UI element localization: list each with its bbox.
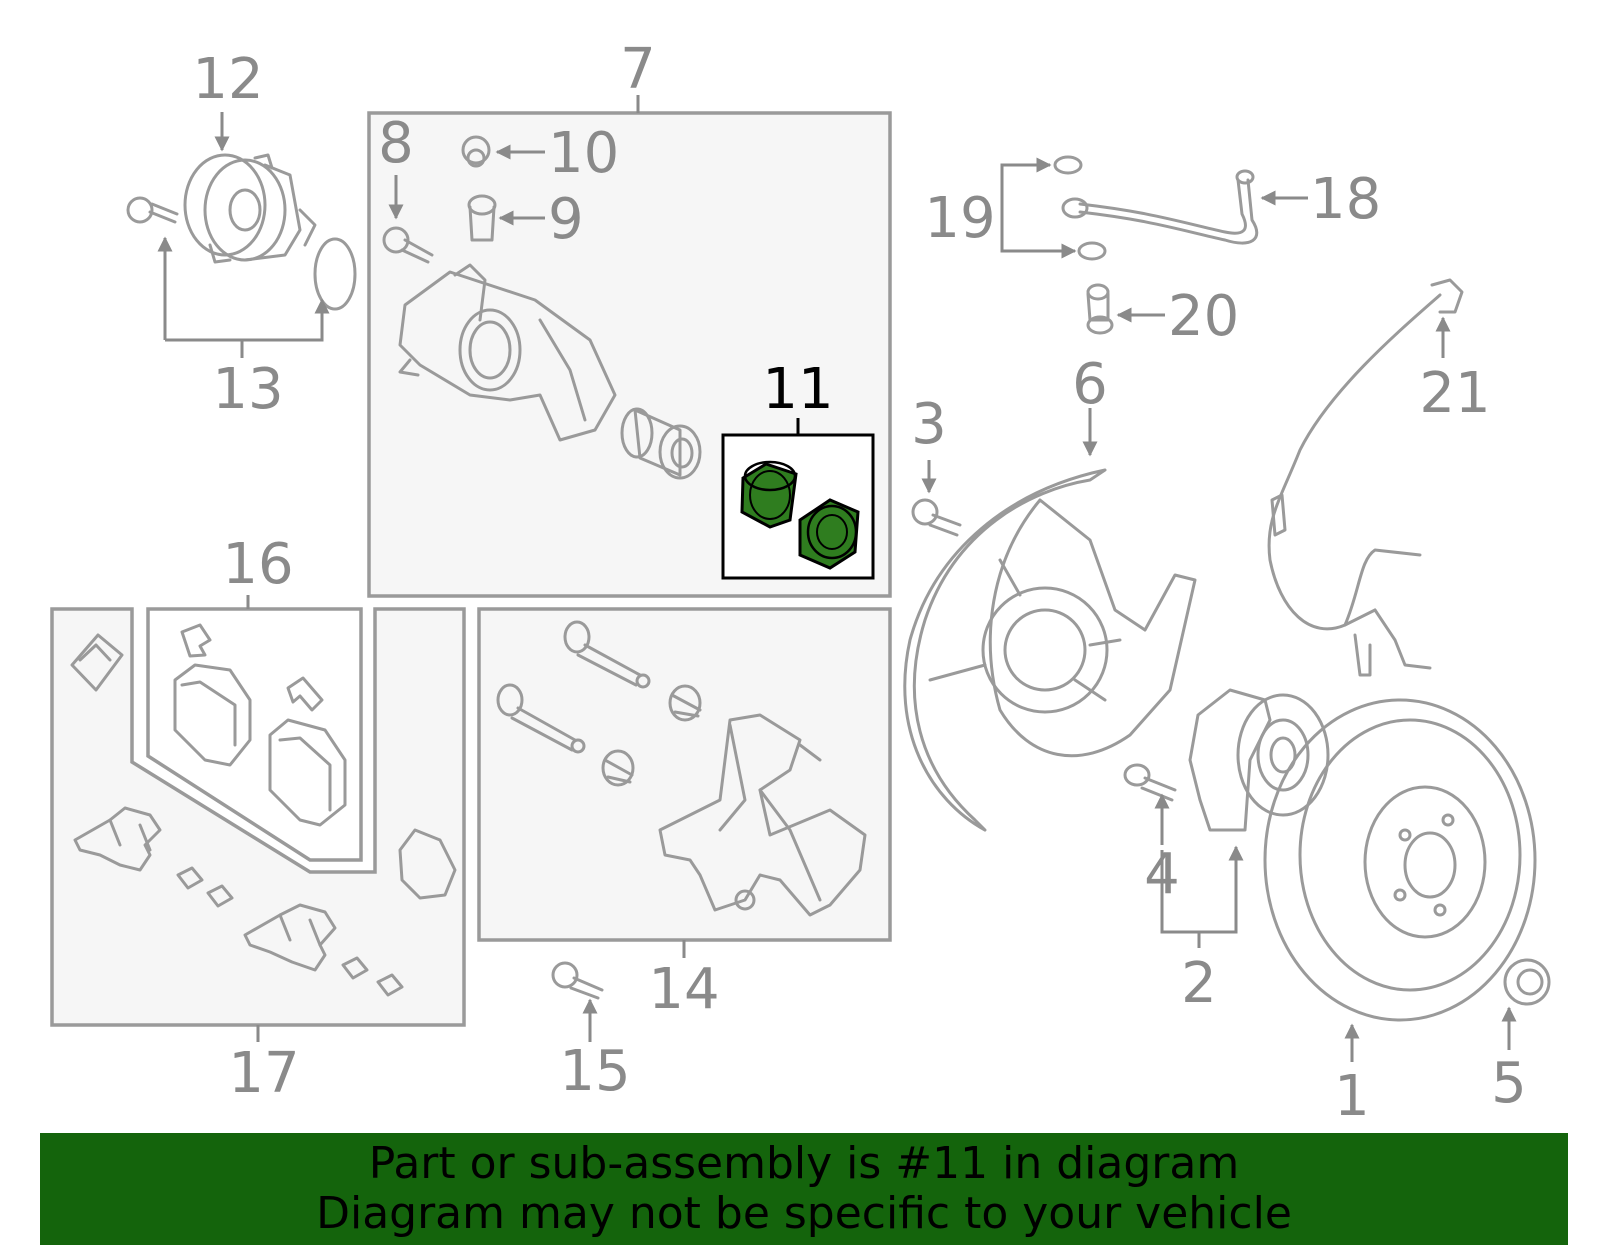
brake-hose-part — [1061, 169, 1259, 245]
callout-11[interactable]: 11 — [762, 357, 833, 422]
pad-retainer-clip-upper-part — [73, 806, 162, 872]
bracket-bolt-part — [551, 961, 604, 1000]
callout-13: 13 — [212, 357, 283, 422]
guide-pin-boot-lower-part — [601, 749, 635, 787]
caliper-bracket-part — [658, 713, 867, 917]
callout-3: 3 — [911, 392, 947, 457]
pad-retainer-clip-lower-part — [243, 903, 337, 972]
pad-shim-large-part — [398, 828, 457, 900]
abs-sensor-harness-part — [1267, 278, 1464, 677]
callout-12: 12 — [192, 47, 263, 112]
banner-disclaimer-line: Diagram may not be specific to your vehi… — [316, 1188, 1292, 1239]
callout-8: 8 — [378, 111, 414, 176]
hose-union-bolt-part — [1086, 283, 1114, 335]
guide-pin-boot-upper-part — [668, 684, 702, 722]
caliper-housing-part — [398, 263, 617, 442]
brake-pad-outer-part — [268, 718, 347, 827]
pad-wear-indicator-part — [70, 633, 124, 692]
guide-pin-lower-part — [496, 683, 586, 754]
pad-shim-part — [180, 623, 212, 658]
brake-pad-inner-part — [173, 663, 252, 767]
callout-19: 19 — [924, 186, 995, 251]
motor-bolt-part — [126, 196, 179, 224]
guide-pin-upper-part — [563, 620, 651, 689]
piston-boot-part[interactable] — [798, 498, 860, 570]
callout-17: 17 — [228, 1041, 299, 1106]
info-banner: Part or sub-assembly is #11 in diagram D… — [40, 1133, 1568, 1245]
callout-5: 5 — [1491, 1051, 1527, 1116]
bleeder-cap-part — [461, 135, 491, 168]
callout-7: 7 — [620, 37, 656, 102]
callout-14: 14 — [648, 957, 719, 1022]
hose-washer-lower-part — [1077, 241, 1107, 261]
bracket-group-box — [477, 607, 892, 942]
brake-rotor-part — [1263, 698, 1537, 1022]
callout-20: 20 — [1168, 284, 1239, 349]
callout-16: 16 — [222, 532, 293, 597]
callout-4: 4 — [1144, 842, 1180, 907]
callout-9: 9 — [548, 187, 584, 252]
hub-nut-part — [1503, 958, 1551, 1006]
dust-shield-part — [903, 468, 1197, 832]
pad-subgroup-box — [146, 607, 363, 862]
anti-rattle-tab-part — [176, 866, 404, 997]
banner-part-line: Part or sub-assembly is #11 in diagram — [368, 1138, 1240, 1189]
bleeder-screw-part — [467, 194, 497, 242]
callout-18: 18 — [1310, 167, 1381, 232]
wheel-stud-part — [1123, 763, 1177, 802]
motor-oring-part — [313, 237, 357, 311]
callout-21: 21 — [1419, 361, 1490, 426]
piston-seal-part[interactable] — [740, 460, 798, 529]
hose-washer-upper-part — [1053, 155, 1083, 175]
pad-clip-small-part — [286, 676, 324, 712]
leader-lines — [157, 95, 1517, 1062]
callout-numbers: 1 2 3 4 5 6 7 8 9 10 11 12 13 14 15 16 1… — [192, 37, 1526, 1129]
caliper-piston-part — [620, 407, 702, 480]
callout-1: 1 — [1334, 1064, 1370, 1129]
hub-bearing-part — [1188, 688, 1330, 832]
guide-bolt-part — [382, 226, 434, 264]
motor-actuator-part — [183, 153, 317, 264]
callout-6: 6 — [1072, 352, 1108, 417]
callout-10: 10 — [548, 121, 619, 186]
shield-bolt-part — [911, 498, 962, 537]
callout-15: 15 — [559, 1039, 630, 1104]
callout-2: 2 — [1181, 951, 1217, 1016]
